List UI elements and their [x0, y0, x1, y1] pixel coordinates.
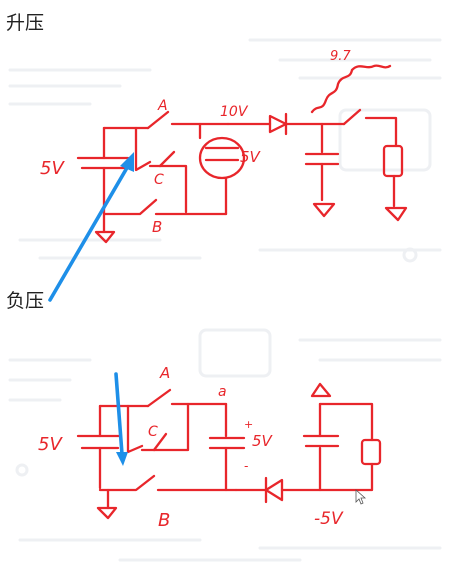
negative-cap-minus-label: - [244, 459, 248, 473]
mouse-pointer-icon [355, 489, 367, 505]
heading-negative-voltage: 负压 [6, 290, 45, 312]
boost-wires [76, 64, 408, 244]
negative-labels: 5V A B C a + 5V - -5V [38, 364, 344, 531]
boost-node-voltage-label: 10V [220, 104, 249, 120]
negative-top-label: a [218, 384, 227, 400]
boost-labels: 5V A B C 10V 5V 9.7 [40, 49, 351, 236]
negative-source-label: 5V [38, 434, 63, 455]
blue-pointer-arrow [48, 152, 134, 302]
negative-switch-b-label: B [158, 510, 170, 531]
negative-switch-c-label: C [148, 424, 158, 440]
negative-switch-a-label: A [159, 364, 170, 382]
heading-boost: 升压 [6, 12, 45, 34]
negative-output-voltage-label: -5V [314, 509, 344, 529]
boost-source-label: 5V [40, 158, 65, 179]
boost-switch-c-label: C [154, 172, 164, 188]
negative-wires [76, 382, 382, 520]
boost-cap-voltage-label: 5V [240, 148, 262, 166]
blue-down-arrow [114, 372, 128, 466]
negative-cap-plus-label: + [244, 418, 253, 431]
boost-switch-a-label: A [157, 98, 168, 114]
boost-switch-b-label: B [152, 218, 162, 236]
boost-resistor-label: 9.7 [330, 49, 351, 64]
negative-cap-voltage-label: 5V [252, 432, 274, 450]
